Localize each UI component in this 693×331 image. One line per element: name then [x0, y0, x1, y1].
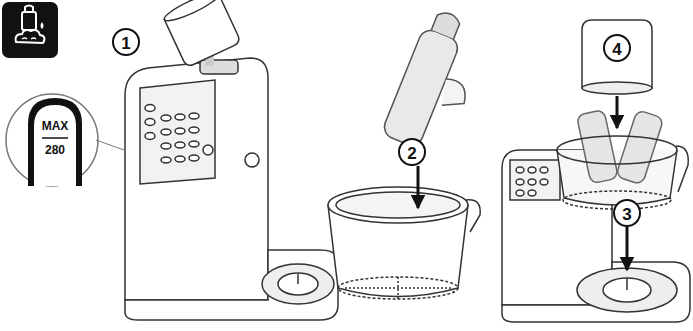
assembled-machine	[502, 20, 690, 322]
water-gauge-zoom	[6, 94, 124, 186]
gauge-mark: MAX	[42, 120, 69, 132]
formula-machine	[125, 0, 338, 320]
callout-number: 3	[622, 206, 631, 223]
baby-bottle	[381, 6, 494, 158]
callout-number: 2	[407, 145, 416, 162]
callout-circles	[113, 29, 640, 226]
sterilizer-basket	[328, 187, 480, 299]
callout-number: 1	[121, 35, 130, 52]
gauge-value: 280	[45, 144, 65, 156]
steam-icon	[2, 2, 58, 58]
callout-number: 4	[612, 41, 621, 58]
